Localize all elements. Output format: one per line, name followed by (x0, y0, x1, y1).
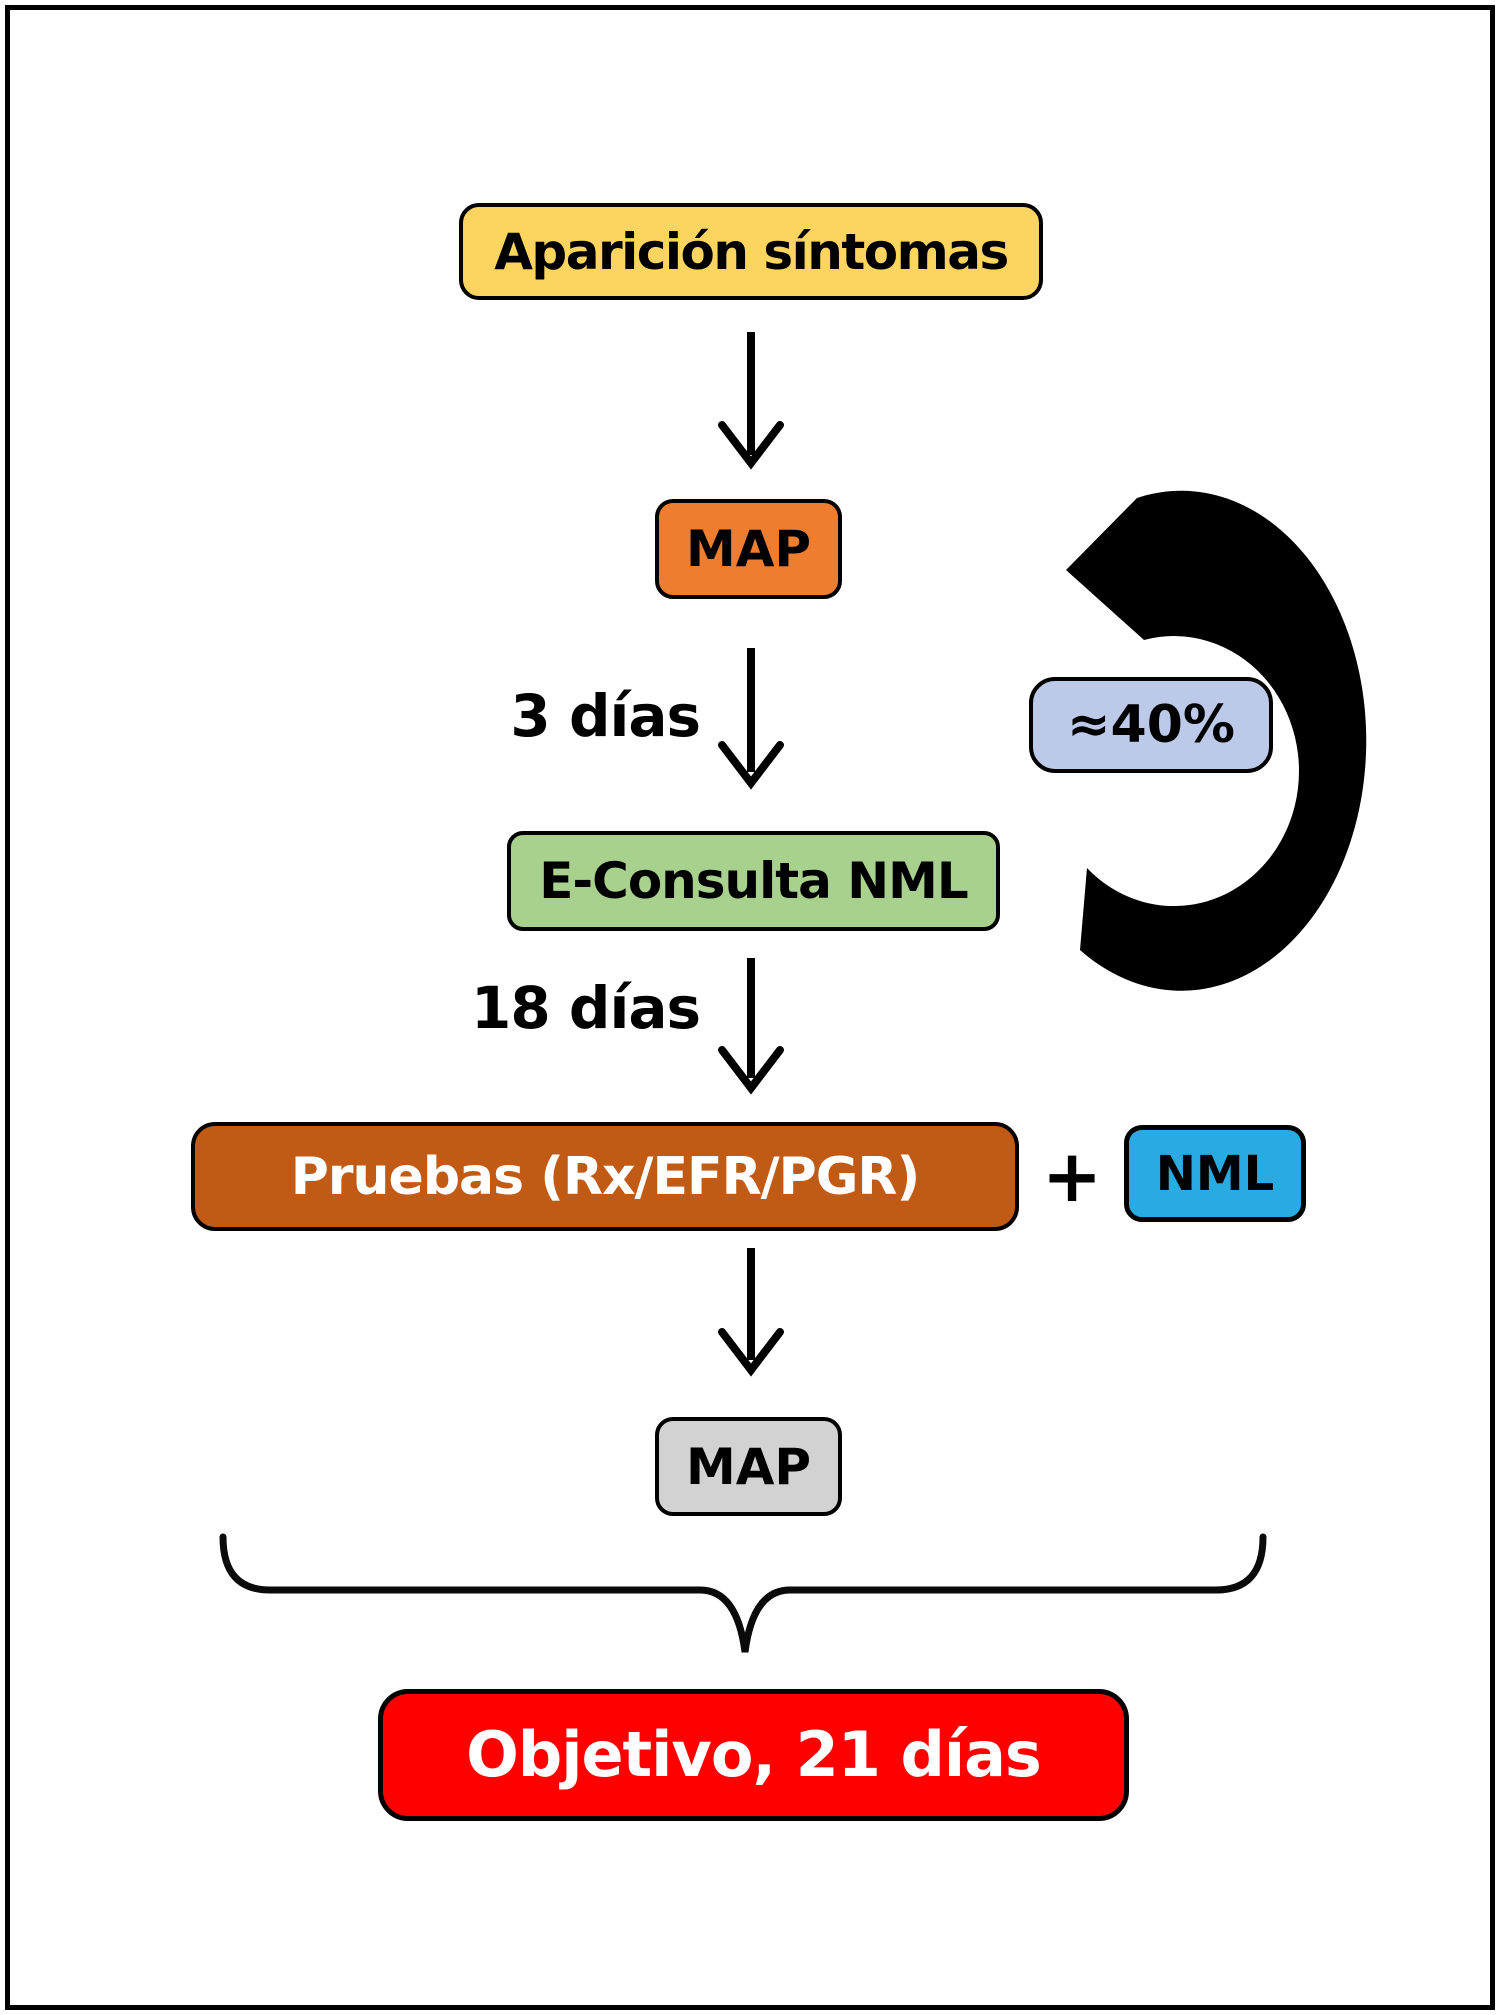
node-pct40: ≈40% (1029, 677, 1273, 773)
plus-sign: + (1041, 1134, 1103, 1218)
node-map-final: MAP (655, 1417, 842, 1516)
node-pruebas: Pruebas (Rx/EFR/PGR) (191, 1122, 1019, 1231)
loop-back-arrow-icon (1066, 490, 1367, 991)
brace (219, 1533, 1267, 1653)
node-aparicion-sintomas: Aparición síntomas (459, 203, 1043, 300)
arrow-down-icon (718, 958, 784, 1095)
node-map-initial: MAP (655, 499, 842, 599)
label-3-dias: 3 días (510, 682, 701, 750)
arrow-down-icon (718, 332, 784, 470)
node-objetivo-21-dias: Objetivo, 21 días (378, 1689, 1129, 1821)
arrow-down-icon (718, 1248, 784, 1377)
arrow-down-icon (718, 648, 784, 790)
label-18-dias: 18 días (471, 974, 701, 1042)
node-nml: NML (1124, 1125, 1306, 1222)
node-e-consulta-nml: E-Consulta NML (507, 831, 1000, 931)
